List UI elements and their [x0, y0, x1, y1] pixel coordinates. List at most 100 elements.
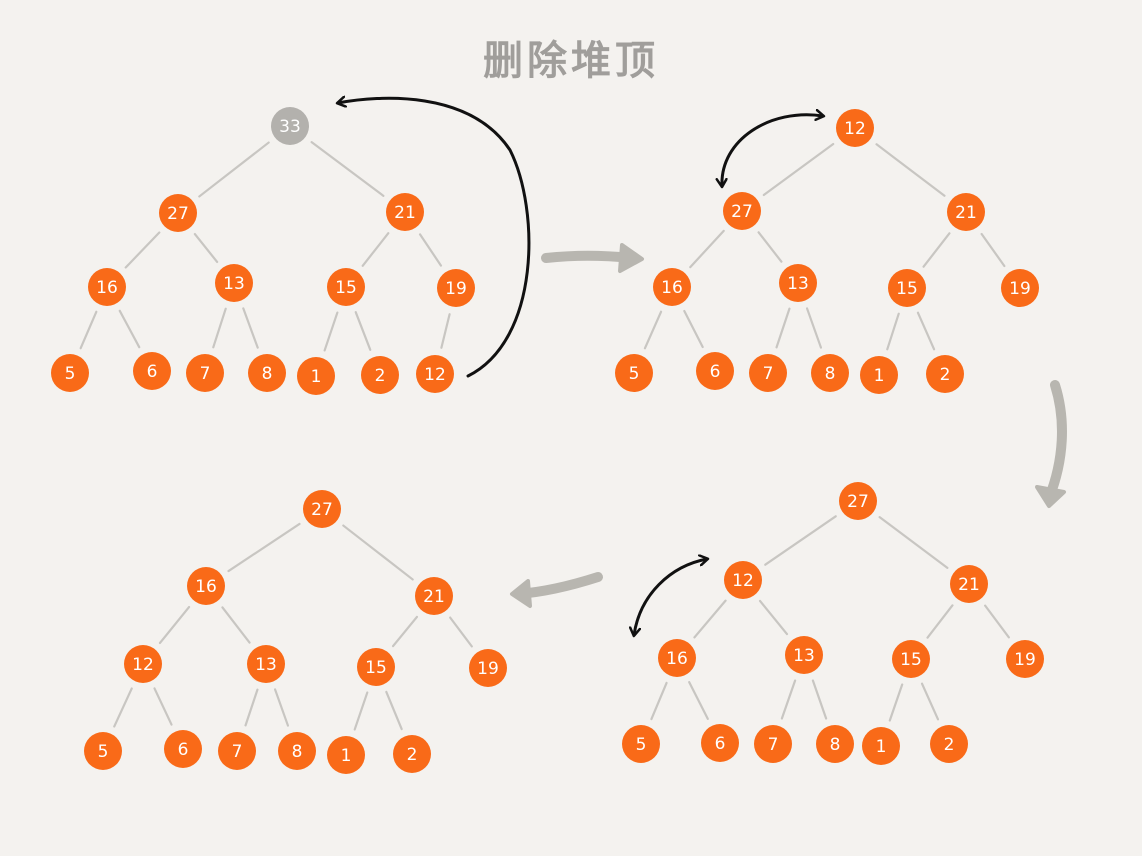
- step2-node-circle: [749, 354, 787, 392]
- step3-node-circle: [622, 725, 660, 763]
- step3-node-6: 6: [701, 724, 739, 762]
- step2-edge-n16-n5: [643, 310, 663, 350]
- step4-node-label: 13: [255, 655, 277, 675]
- step1-node-circle: [297, 357, 335, 395]
- step1-node-6: 6: [133, 352, 171, 390]
- step1-node-label: 7: [200, 364, 211, 384]
- step2-node-8: 8: [811, 354, 849, 392]
- step4-node-circle: [164, 730, 202, 768]
- step1-edge-n33-n21: [310, 141, 385, 197]
- step2-edge-n15-n2: [916, 311, 936, 351]
- step2-node-circle: [615, 354, 653, 392]
- step4-node-21: 21: [415, 577, 453, 615]
- step1-edge-n15-n2: [354, 311, 372, 351]
- step2-node-2: 2: [926, 355, 964, 393]
- step4-node-12: 12: [124, 645, 162, 683]
- step3-node-5: 5: [622, 725, 660, 763]
- step4-node-19: 19: [469, 649, 507, 687]
- step1-node-13: 13: [215, 264, 253, 302]
- step1-node-label: 33: [279, 117, 301, 137]
- step2-edge-n15-n1: [886, 312, 900, 351]
- step4-node-label: 16: [195, 577, 217, 597]
- step2-node-7: 7: [749, 354, 787, 392]
- step3-node-label: 16: [666, 649, 688, 669]
- step3-node-circle: [950, 565, 988, 603]
- step3-node-circle: [892, 640, 930, 678]
- step3-node-circle: [785, 636, 823, 674]
- step2-node-circle: [723, 192, 761, 230]
- step3-node-16: 16: [658, 639, 696, 677]
- step2-edge-n27-n13: [757, 231, 783, 263]
- step3-edge-n12-n16: [693, 599, 727, 639]
- step1-node-label: 27: [167, 204, 189, 224]
- step1-node-label: 13: [223, 274, 245, 294]
- step3-node-label: 2: [944, 735, 955, 755]
- step4-node-circle: [393, 735, 431, 773]
- step4-node-8: 8: [278, 732, 316, 770]
- step1-swap-arrow-n12-n33: [338, 98, 531, 378]
- step1-node-label: 2: [375, 366, 386, 386]
- step2-node-circle: [696, 352, 734, 390]
- step1-node-circle: [88, 268, 126, 306]
- step3-node-label: 21: [958, 575, 980, 595]
- step2-swap-arrow-n12-n27: [722, 115, 823, 186]
- step4-edge-n27-n21: [342, 524, 414, 581]
- step2-node-15: 15: [888, 269, 926, 307]
- step1-node-label: 5: [65, 364, 76, 384]
- step2-node-12: 12: [836, 109, 874, 147]
- step3-edge-n27-n12: [764, 515, 837, 566]
- step4-edge-n13-n8: [273, 688, 290, 727]
- step1-node-12: 12: [416, 355, 454, 393]
- step3-node-circle: [724, 561, 762, 599]
- step2-node-label: 27: [731, 202, 753, 222]
- step1-node-label: 21: [394, 203, 416, 223]
- step4-node-label: 12: [132, 655, 154, 675]
- step2-node-label: 8: [825, 364, 836, 384]
- step1-node-33: 33: [271, 107, 309, 145]
- step4-node-27: 27: [303, 490, 341, 528]
- step2-node-label: 15: [896, 279, 918, 299]
- step4-node-15: 15: [357, 648, 395, 686]
- step2-node-27: 27: [723, 192, 761, 230]
- step3-edge-n16-n6: [688, 680, 709, 721]
- step4-edge-n15-n2: [385, 690, 403, 731]
- step1-node-circle: [386, 193, 424, 231]
- step3-edge-n21-n19: [984, 604, 1010, 639]
- step2-edge-n12-n27: [762, 142, 835, 197]
- step4-node-label: 19: [477, 659, 499, 679]
- step4-node-label: 8: [292, 742, 303, 762]
- step3-node-label: 27: [847, 492, 869, 512]
- step4-node-13: 13: [247, 645, 285, 683]
- step2-node-21: 21: [947, 193, 985, 231]
- step1-node-circle: [437, 269, 475, 307]
- step1-node-15: 15: [327, 268, 365, 306]
- step2-edge-n13-n7: [775, 307, 791, 349]
- step1-edge-n15-n1: [323, 311, 339, 352]
- step1-node-label: 15: [335, 278, 357, 298]
- step3-edge-n15-n2: [920, 682, 940, 721]
- step2-node-label: 2: [940, 365, 951, 385]
- step4-node-2: 2: [393, 735, 431, 773]
- step1-node-label: 1: [311, 367, 322, 387]
- step3-node-circle: [701, 724, 739, 762]
- step3-node-21: 21: [950, 565, 988, 603]
- step2-node-label: 21: [955, 203, 977, 223]
- step4-node-circle: [278, 732, 316, 770]
- step4-node-circle: [469, 649, 507, 687]
- step3-edge-n27-n21: [878, 516, 949, 569]
- step4-node-label: 5: [98, 742, 109, 762]
- step1-edge-n27-n13: [193, 232, 219, 264]
- step1-edge-n13-n7: [212, 307, 227, 349]
- step4-node-16: 16: [187, 567, 225, 605]
- swap-arrows: [338, 98, 823, 635]
- step4-node-label: 21: [423, 587, 445, 607]
- step1-node-label: 8: [262, 364, 273, 384]
- step4-node-label: 27: [311, 500, 333, 520]
- step3-node-label: 1: [876, 737, 887, 757]
- step4-node-circle: [187, 567, 225, 605]
- step4-edge-n27-n16: [227, 522, 301, 573]
- step3-node-label: 7: [768, 735, 779, 755]
- step3-node-circle: [658, 639, 696, 677]
